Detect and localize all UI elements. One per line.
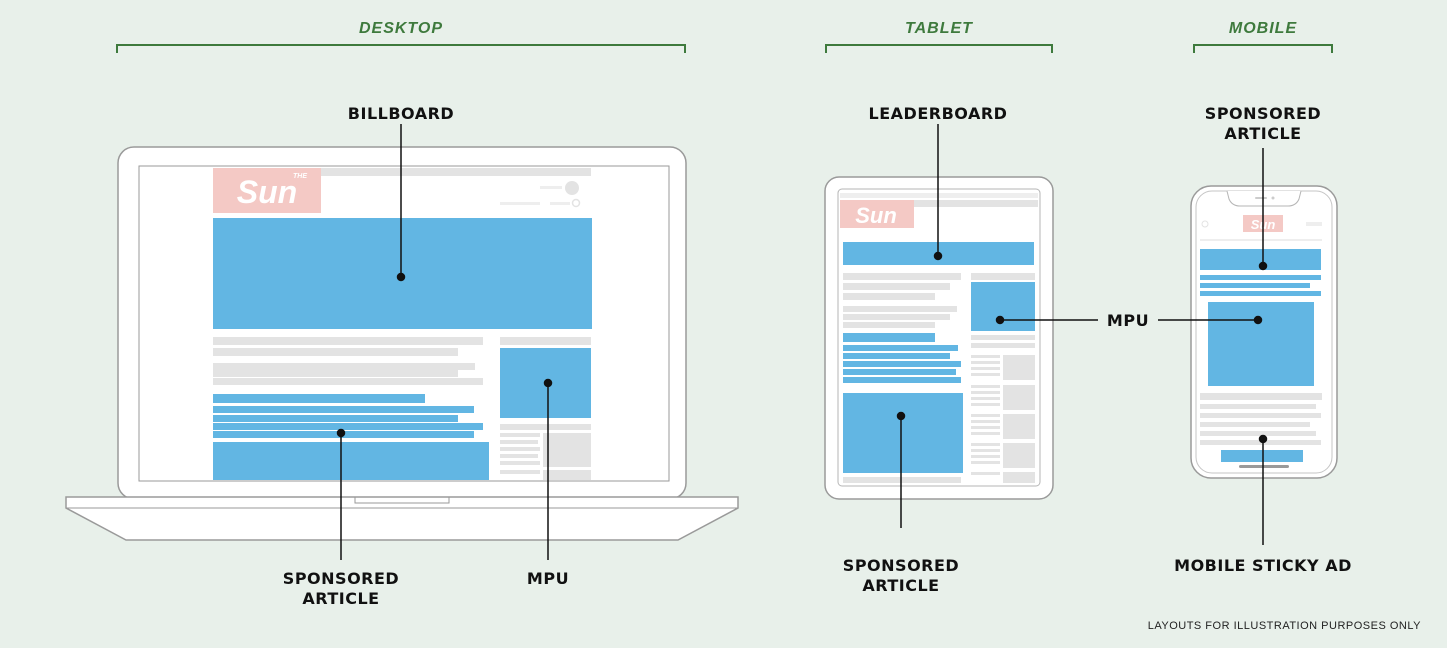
tablet-logo-text: Sun <box>855 203 897 228</box>
tablet-logo <box>840 200 914 228</box>
mobile-mpu-ad <box>1208 302 1314 386</box>
callout-lines <box>336 124 1268 560</box>
mobile-sponsored-dot <box>1258 261 1268 271</box>
leaderboard-label: LEADERBOARD <box>868 104 1008 123</box>
tablet-bracket <box>825 44 1053 53</box>
tablet-sponsored-label: SPONSORED ARTICLE <box>821 556 981 596</box>
mobile-sticky-dot <box>1258 434 1268 444</box>
mobile-sponsored-label-line2: ARTICLE <box>1224 124 1302 143</box>
desktop-mpu-label: MPU <box>526 569 570 588</box>
mobile-title: MOBILE <box>1228 20 1298 37</box>
mobile-sponsored-article <box>1200 249 1321 270</box>
tablet-sponsored-article <box>843 333 935 342</box>
tablet-sponsored-dot <box>896 411 906 421</box>
mobile-sponsored-label: SPONSORED ARTICLE <box>1183 104 1343 144</box>
tablet-mpu-ad <box>971 282 1035 331</box>
illustration-footnote: LAYOUTS FOR ILLUSTRATION PURPOSES ONLY <box>1147 620 1421 632</box>
mobile-sticky-ad-label: MOBILE STICKY AD <box>1174 556 1352 575</box>
desktop-bracket <box>116 44 686 53</box>
desktop-sponsored-label-line1: SPONSORED <box>282 569 400 588</box>
leaderboard-dot <box>933 251 943 261</box>
mpu-label-shared: MPU <box>1106 311 1150 330</box>
tablet-mpu-dot <box>995 315 1005 325</box>
desktop-sponsored-article <box>213 394 425 403</box>
mobile-sponsored-label-line1: SPONSORED <box>1204 104 1322 123</box>
desktop-sponsored-label-line2: ARTICLE <box>302 589 380 608</box>
desktop-logo-text: Sun <box>237 174 297 210</box>
tablet-title: TABLET <box>905 20 973 37</box>
phone-screen-content: Sun <box>1200 215 1322 462</box>
tablet-screen-content: Sun <box>840 193 1038 483</box>
mobile-mpu-dot <box>1253 315 1263 325</box>
desktop-logo <box>213 168 321 213</box>
mobile-sticky-ad <box>1221 450 1303 462</box>
tablet-sponsored-label-line1: SPONSORED <box>842 556 960 575</box>
desktop-sponsored-dot <box>336 428 346 438</box>
desktop-logo-small: THE <box>293 173 307 180</box>
billboard-dot <box>396 272 406 282</box>
tablet-sponsored-label-line2: ARTICLE <box>862 576 940 595</box>
mobile-bracket <box>1193 44 1333 53</box>
desktop-title: DESKTOP <box>358 20 444 37</box>
desktop-sponsored-label: SPONSORED ARTICLE <box>261 569 421 609</box>
desktop-mpu-dot <box>543 378 553 388</box>
billboard-label: BILLBOARD <box>347 104 455 123</box>
